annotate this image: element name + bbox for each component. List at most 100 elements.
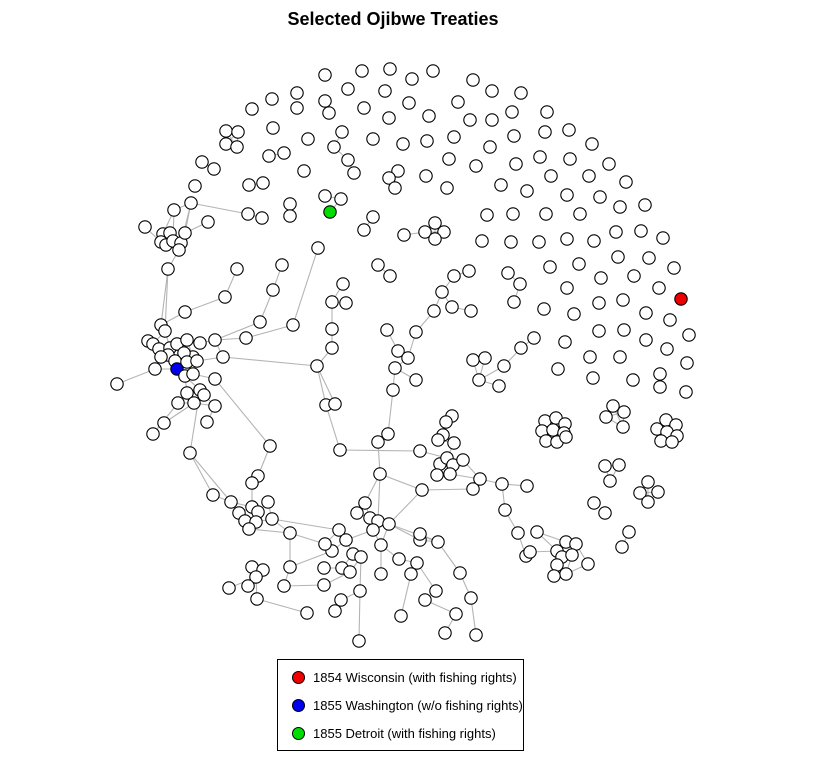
- graph-node: [263, 439, 277, 453]
- graph-node: [616, 420, 630, 434]
- graph-node: [193, 336, 207, 350]
- graph-edge: [271, 518, 340, 531]
- graph-node: [343, 565, 357, 579]
- graph-node: [366, 523, 380, 537]
- graph-node: [501, 266, 515, 280]
- graph-node: [592, 324, 606, 338]
- graph-node: [371, 258, 385, 272]
- graph-node: [410, 556, 424, 570]
- graph-node: [354, 550, 368, 564]
- graph-node: [318, 537, 332, 551]
- graph-node: [453, 566, 467, 580]
- legend-dot-green: [292, 726, 305, 740]
- graph-node: [626, 373, 640, 387]
- graph-node: [201, 215, 215, 229]
- graph-node: [146, 427, 160, 441]
- graph-node: [208, 372, 222, 386]
- legend-marker-red-icon: [292, 670, 305, 684]
- graph-node: [206, 488, 220, 502]
- graph-node: [586, 371, 600, 385]
- graph-node: [559, 430, 573, 444]
- graph-node: [464, 304, 478, 318]
- graph-node: [532, 235, 546, 249]
- graph-node: [663, 313, 677, 327]
- graph-node: [413, 444, 427, 458]
- graph-node: [495, 477, 509, 491]
- graph-node: [513, 277, 527, 291]
- graph-node: [310, 359, 324, 373]
- graph-node: [560, 281, 574, 295]
- graph-node: [603, 474, 617, 488]
- graph-node: [353, 584, 367, 598]
- graph-node: [611, 250, 625, 264]
- graph-node: [560, 188, 574, 202]
- graph-node: [245, 476, 259, 490]
- graph-node: [462, 264, 476, 278]
- graph-node: [456, 453, 470, 467]
- graph-node: [371, 435, 385, 449]
- graph-node: [381, 427, 395, 441]
- graph-node: [382, 111, 396, 125]
- graph-node: [401, 351, 415, 365]
- graph-node: [184, 196, 198, 210]
- graph-node: [485, 113, 499, 127]
- graph-node: [447, 269, 461, 283]
- graph-node: [420, 134, 434, 148]
- graph-node: [262, 149, 276, 163]
- graph-node: [656, 231, 670, 245]
- graph-node: [334, 593, 348, 607]
- graph-node: [207, 162, 221, 176]
- graph-node: [334, 192, 348, 206]
- graph-node: [617, 323, 631, 337]
- graph-node: [514, 86, 528, 100]
- graph-edge: [339, 449, 421, 452]
- graph-node: [451, 95, 465, 109]
- graph-node: [422, 109, 436, 123]
- graph-node: [573, 207, 587, 221]
- graph-edge: [292, 247, 319, 326]
- legend-item: 1854 Wisconsin (with fishing rights): [291, 663, 523, 691]
- graph-node: [311, 241, 325, 255]
- graph-node: [466, 353, 480, 367]
- graph-node: [602, 157, 616, 171]
- graph-node: [562, 123, 576, 137]
- graph-node: [397, 228, 411, 242]
- graph-node: [559, 567, 573, 581]
- graph-node: [527, 331, 541, 345]
- graph-edge: [189, 452, 232, 503]
- graph-node: [464, 591, 478, 605]
- graph-node: [352, 634, 366, 648]
- graph-node: [277, 146, 291, 160]
- graph-node: [218, 290, 232, 304]
- graph-node: [286, 318, 300, 332]
- graph-node: [161, 262, 175, 276]
- graph-node: [445, 300, 459, 314]
- graph-edge: [248, 528, 291, 534]
- graph-node: [290, 86, 304, 100]
- graph-node: [178, 226, 192, 240]
- graph-node: [378, 84, 392, 98]
- graph-edge: [189, 452, 214, 496]
- graph-node: [241, 207, 255, 221]
- graph-node: [682, 328, 696, 342]
- graph-node: [547, 569, 561, 583]
- graph-node: [180, 333, 194, 347]
- graph-node: [339, 533, 353, 547]
- graph-node: [634, 224, 648, 238]
- graph-node: [318, 68, 332, 82]
- graph-node: [347, 166, 361, 180]
- graph-node: [538, 125, 552, 139]
- graph-node: [651, 485, 665, 499]
- graph-node: [511, 526, 525, 540]
- graph-node: [366, 210, 380, 224]
- graph-node: [380, 323, 394, 337]
- graph-node: [472, 373, 486, 387]
- graph-node: [469, 628, 483, 642]
- graph-node: [560, 232, 574, 246]
- graph-node: [533, 150, 547, 164]
- graph-node: [431, 433, 445, 447]
- graph-node: [222, 581, 236, 595]
- graph-node: [473, 472, 487, 486]
- graph-node: [402, 96, 416, 110]
- graph-node: [567, 307, 581, 321]
